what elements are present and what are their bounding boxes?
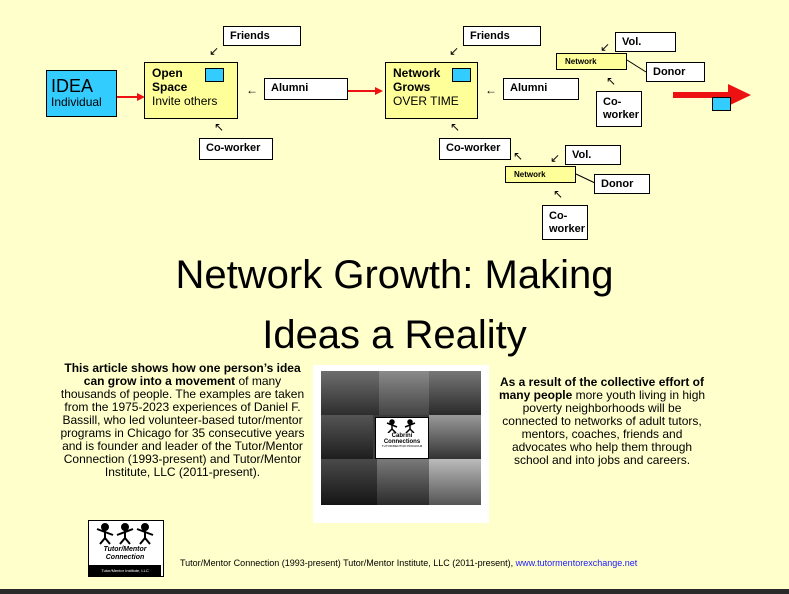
open-space-line3: Invite others bbox=[152, 93, 218, 108]
arrow-blue-square bbox=[712, 97, 731, 111]
pointer-coworker-1: ↖ bbox=[214, 120, 225, 134]
open-space-box: Open Space Invite others bbox=[144, 62, 238, 119]
donor-label-2: Donor bbox=[601, 178, 634, 190]
photo-top-left bbox=[321, 371, 379, 415]
coworker-label-2: Co-worker bbox=[446, 142, 501, 154]
donor-box-2: Donor bbox=[594, 174, 650, 194]
pointer-coworker-short-2: ↖ bbox=[553, 187, 564, 201]
friends-label-1: Friends bbox=[230, 30, 270, 42]
photo-bottom-middle bbox=[377, 459, 429, 505]
footer-link[interactable]: www.tutormentorexchange.net bbox=[515, 558, 638, 568]
photo-collage: Cabrini Connections TUTOR/MENTOR PROGRAM bbox=[313, 365, 489, 523]
vol-box-2: Vol. bbox=[565, 145, 621, 165]
left-description-rest: of many thousands of people. The example… bbox=[60, 373, 305, 479]
footer: Tutor/Mentor Connection (1993-present) T… bbox=[180, 558, 637, 568]
collage-sign-line2: Connections bbox=[383, 439, 421, 445]
coworker-short-1b: worker bbox=[603, 108, 640, 121]
idea-box: IDEA Individual bbox=[46, 70, 117, 117]
photo-mid-left bbox=[321, 415, 373, 459]
pointer-friends-1: ↙ bbox=[209, 44, 220, 58]
arrow-space-to-network bbox=[348, 87, 383, 95]
network-grows-blue-square bbox=[452, 68, 471, 82]
slide-title-line2: Ideas a Reality bbox=[262, 313, 527, 357]
vol-label-1: Vol. bbox=[622, 36, 642, 48]
photo-top-right bbox=[429, 371, 481, 415]
coworker-label-1: Co-worker bbox=[206, 142, 261, 154]
photo-top-middle bbox=[379, 371, 429, 415]
pointer-alumni-2: ← bbox=[485, 83, 497, 97]
logo-line3: Tutor/Mentor Institute, LLC bbox=[89, 565, 161, 576]
donor-box-1: Donor bbox=[646, 62, 705, 82]
friends-label-2: Friends bbox=[470, 30, 510, 42]
coworker-short-1a: Co- bbox=[603, 96, 622, 108]
network-grows-line2: Grows bbox=[393, 79, 431, 94]
photo-bottom-right bbox=[429, 459, 481, 505]
right-description: As a result of the collective effort of … bbox=[495, 376, 709, 467]
network-mini-box-1: Network bbox=[556, 53, 627, 70]
network-mini-label-2: Network bbox=[514, 170, 546, 179]
alumni-box-1: Alumni bbox=[264, 78, 348, 100]
coworker-box-2: Co-worker bbox=[439, 138, 511, 160]
alumni-label-2: Alumni bbox=[510, 82, 548, 94]
left-description: This article shows how one person’s idea… bbox=[55, 362, 310, 479]
right-description-bold: As a result of the collective effort of … bbox=[498, 375, 705, 402]
alumni-label-1: Alumni bbox=[271, 82, 309, 94]
photo-mid-right bbox=[429, 415, 481, 459]
arrow-continues-right bbox=[673, 84, 751, 106]
footer-text: Tutor/Mentor Connection (1993-present) T… bbox=[180, 558, 516, 568]
logo-line2: Connection bbox=[105, 554, 145, 561]
pointer-coworker-out-2: ↖ bbox=[513, 149, 524, 163]
logo-figures-icon bbox=[96, 523, 154, 545]
coworker-short-box-1: Co- worker bbox=[596, 91, 642, 127]
friends-box-2: Friends bbox=[463, 26, 541, 46]
pointer-coworker-short-1: ↖ bbox=[606, 74, 617, 88]
slide-title-line1: Network Growth: Making bbox=[175, 253, 614, 297]
coworker-box-1: Co-worker bbox=[199, 138, 273, 160]
network-mini-label-1: Network bbox=[565, 57, 597, 66]
pointer-coworker-2: ↖ bbox=[450, 120, 461, 134]
bottom-bar bbox=[0, 589, 789, 594]
coworker-short-2b: worker bbox=[549, 222, 586, 235]
friends-box-1: Friends bbox=[223, 26, 301, 46]
vol-box-1: Vol. bbox=[615, 32, 676, 52]
coworker-short-2a: Co- bbox=[549, 210, 568, 222]
open-space-line2: Space bbox=[152, 79, 188, 94]
tutor-mentor-logo: Tutor/Mentor Connection Tutor/Mentor Ins… bbox=[88, 520, 164, 577]
pointer-vol-2: ↙ bbox=[550, 151, 561, 165]
open-space-line1: Open bbox=[152, 66, 183, 80]
right-description-rest: more youth living in high poverty neighb… bbox=[502, 387, 706, 467]
pointer-friends-2: ↙ bbox=[449, 44, 460, 58]
coworker-short-box-2: Co- worker bbox=[542, 205, 588, 240]
donor-label-1: Donor bbox=[653, 66, 686, 78]
idea-subtitle: Individual bbox=[51, 95, 102, 109]
pointer-alumni-1: ← bbox=[246, 83, 258, 97]
vol-label-2: Vol. bbox=[572, 149, 592, 161]
pointer-vol-1: ↙ bbox=[600, 40, 611, 54]
network-mini-box-2: Network bbox=[505, 166, 576, 183]
collage-sign-line1: Cabrini bbox=[391, 433, 413, 439]
collage-frame: Cabrini Connections TUTOR/MENTOR PROGRAM bbox=[321, 371, 481, 505]
stick-figures-icon bbox=[386, 419, 416, 433]
alumni-box-2: Alumni bbox=[503, 78, 579, 100]
collage-sign-line3: TUTOR/MENTOR PROGRAM bbox=[381, 444, 423, 448]
photo-bottom-left bbox=[321, 459, 377, 505]
collage-sign: Cabrini Connections TUTOR/MENTOR PROGRAM bbox=[375, 417, 429, 459]
logo-line1: Tutor/Mentor bbox=[103, 546, 147, 553]
arrow-idea-to-space bbox=[117, 93, 145, 101]
network-grows-line3: OVER TIME bbox=[393, 93, 459, 108]
network-grows-line1: Network bbox=[393, 66, 441, 80]
idea-title: IDEA bbox=[51, 76, 94, 96]
left-description-bold: This article shows how one person’s idea… bbox=[64, 361, 301, 388]
open-space-blue-square bbox=[205, 68, 224, 82]
